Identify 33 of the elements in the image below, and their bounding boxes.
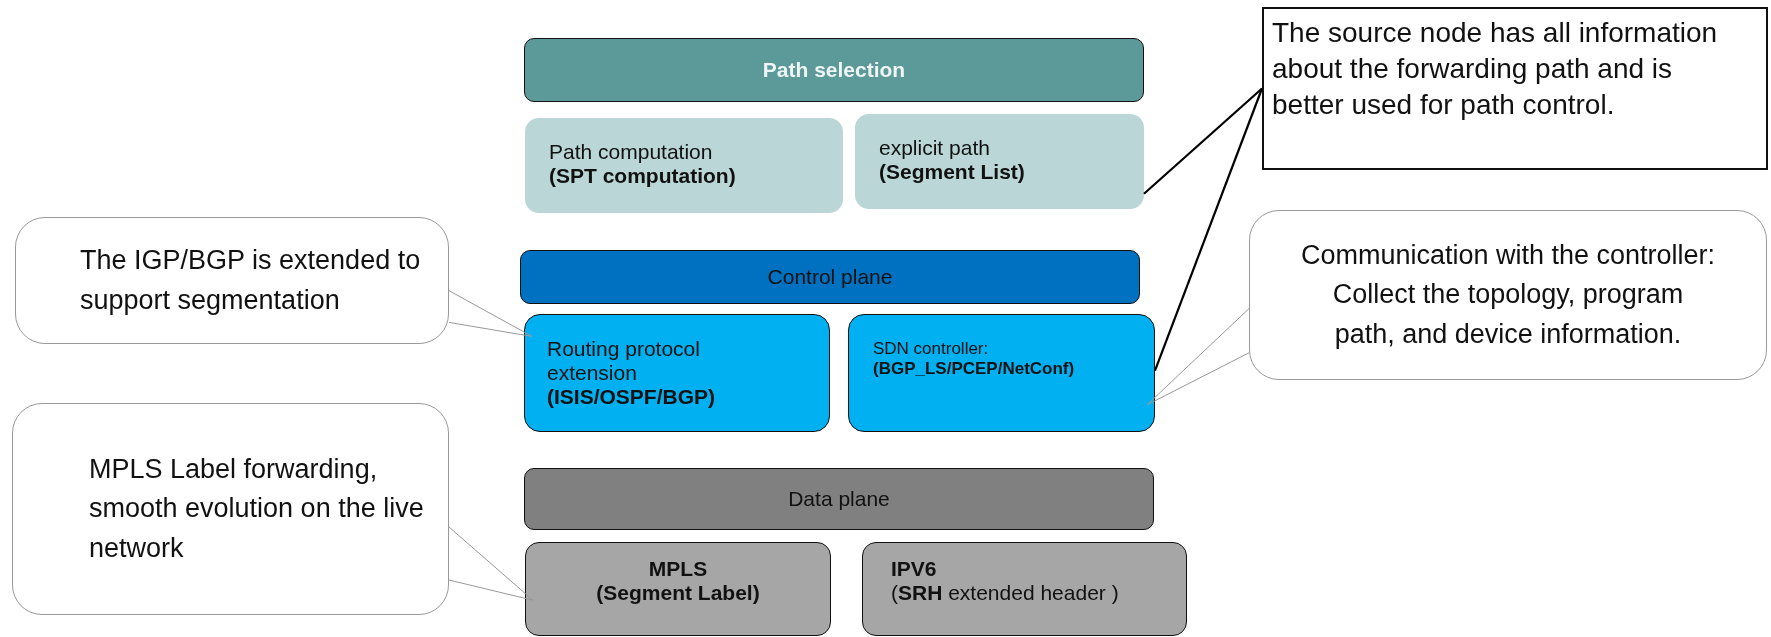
note-text: The source node has all information about the forwarding path and is better used for path control. xyxy=(1272,16,1719,122)
callout-pointer xyxy=(448,290,533,337)
box-label: Data plane xyxy=(788,487,890,511)
layer-bar xyxy=(524,468,1154,530)
layer-bar xyxy=(520,250,1140,304)
box-label: Path selection xyxy=(762,58,906,82)
box-label: Control plane xyxy=(767,265,893,289)
callout-text: MPLS Label forwarding, smooth evolution on the live network xyxy=(89,453,425,565)
callout-bubble xyxy=(12,403,449,615)
box-label: (Segment Label) xyxy=(595,581,761,605)
process-box xyxy=(524,314,830,432)
callout-text: Communication with the controller: Collect the topology, program path, and device information. xyxy=(1300,239,1716,351)
header-bar xyxy=(524,38,1144,102)
box-label: MPLS xyxy=(647,557,709,581)
box-label: explicit path (Segment List) xyxy=(879,136,1026,184)
callout-bubble xyxy=(15,217,449,344)
callout-bubble xyxy=(1249,210,1767,380)
box-label: IPV6 xyxy=(891,557,938,581)
process-box xyxy=(525,542,831,636)
callout-pointer xyxy=(1146,308,1250,406)
box-label: (SRH extended header ) xyxy=(891,581,1120,605)
process-box xyxy=(848,314,1155,432)
box-label: Path computation (SPT computation) xyxy=(549,140,737,188)
process-box xyxy=(862,542,1187,636)
leader-line xyxy=(1153,88,1264,372)
process-box xyxy=(525,118,843,213)
process-box xyxy=(855,114,1144,209)
callout-text: The IGP/BGP is extended to support segmentation xyxy=(80,244,422,317)
box-label: Routing protocol extension (ISIS/OSPF/BGP) xyxy=(547,337,717,409)
note-box xyxy=(1262,7,1768,170)
leader-line xyxy=(1143,87,1263,195)
box-label: SDN controller: (BGP_LS/PCEP/NetConf) xyxy=(873,339,1076,379)
callout-pointer xyxy=(448,526,534,601)
